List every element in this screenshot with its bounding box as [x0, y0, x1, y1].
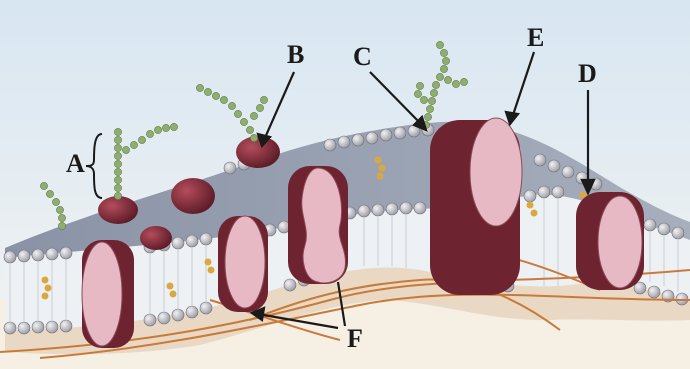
integral-protein-e	[430, 118, 522, 295]
integral-protein-right	[576, 192, 644, 290]
integral-protein-channel	[288, 166, 348, 284]
label-a: A	[66, 149, 85, 178]
label-c: C	[353, 42, 372, 71]
label-f: F	[347, 324, 363, 353]
label-e: E	[527, 23, 544, 52]
integral-protein-center-left	[218, 216, 268, 312]
label-d: D	[578, 59, 597, 88]
label-b: B	[287, 40, 304, 69]
integral-protein-left	[82, 240, 134, 348]
